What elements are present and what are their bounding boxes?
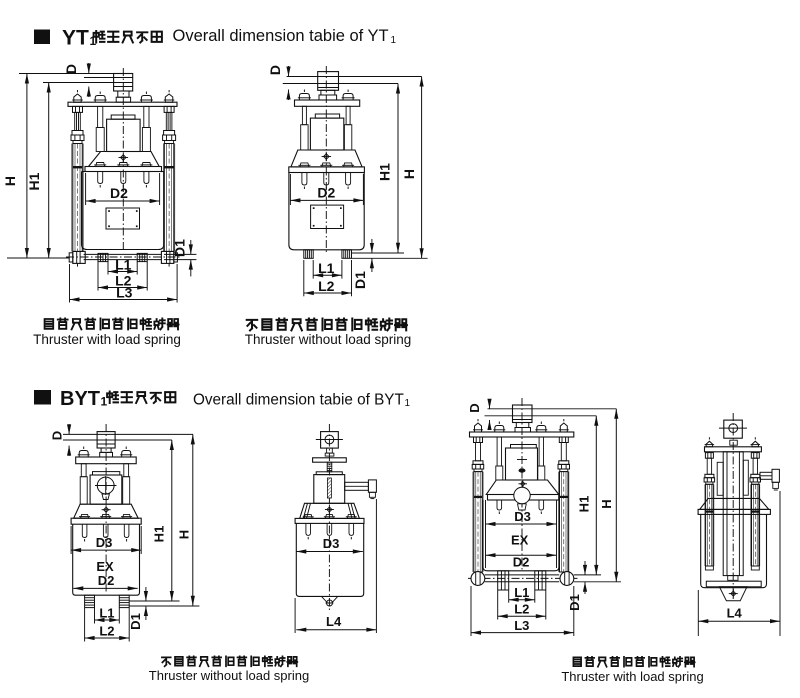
svg-text:H: H (177, 530, 192, 539)
svg-text:Thruster with load spring: Thruster with load spring (561, 669, 703, 684)
svg-text:EX: EX (511, 533, 529, 548)
svg-text:BYT: BYT (60, 388, 100, 410)
svg-text:D1: D1 (352, 271, 368, 289)
svg-text:D3: D3 (323, 536, 340, 551)
svg-text:1: 1 (391, 35, 397, 46)
svg-text:D2: D2 (110, 185, 128, 201)
svg-text:L2: L2 (514, 602, 529, 617)
svg-text:D2: D2 (317, 184, 335, 200)
svg-text:Thruster with load spring: Thruster with load spring (33, 332, 181, 347)
svg-text:H1: H1 (377, 163, 393, 181)
svg-text:YT: YT (62, 27, 89, 50)
svg-text:H1: H1 (152, 526, 167, 543)
svg-text:1: 1 (101, 395, 108, 409)
svg-text:L2: L2 (115, 272, 132, 288)
svg-text:EX: EX (96, 559, 114, 574)
svg-text:L3: L3 (514, 618, 529, 633)
svg-text:D3: D3 (96, 535, 113, 550)
svg-text:L4: L4 (326, 614, 342, 629)
svg-text:L3: L3 (116, 284, 133, 300)
svg-text:D: D (467, 403, 482, 412)
svg-text:D: D (50, 431, 65, 440)
svg-text:H: H (599, 499, 614, 508)
svg-text:D1: D1 (172, 239, 188, 257)
svg-text:H: H (401, 169, 417, 179)
svg-text:L2: L2 (318, 278, 335, 294)
svg-text:Thruster without load spring: Thruster without load spring (245, 332, 412, 347)
svg-text:Overall dimension tabie of BYT: Overall dimension tabie of BYT (193, 392, 404, 409)
svg-text:D: D (63, 64, 79, 74)
svg-text:1: 1 (90, 34, 97, 48)
svg-text:D1: D1 (128, 613, 143, 630)
svg-text:D1: D1 (567, 594, 582, 611)
svg-text:1: 1 (405, 398, 411, 409)
svg-text:Overall dimension tabie of YT: Overall dimension tabie of YT (173, 27, 389, 45)
svg-text:D2: D2 (98, 573, 115, 588)
svg-text:D2: D2 (513, 555, 530, 570)
svg-text:L1: L1 (514, 585, 529, 600)
svg-text:L1: L1 (115, 256, 132, 272)
svg-text:L1: L1 (318, 260, 335, 276)
svg-text:L1: L1 (99, 605, 114, 620)
svg-text:H: H (2, 176, 18, 186)
svg-text:Thruster without load spring: Thruster without load spring (149, 668, 309, 683)
svg-text:D3: D3 (514, 509, 531, 524)
svg-text:D: D (267, 65, 283, 75)
svg-text:H1: H1 (26, 172, 42, 190)
svg-text:L2: L2 (99, 623, 114, 638)
svg-text:L4: L4 (727, 606, 743, 621)
svg-text:H1: H1 (577, 496, 592, 513)
